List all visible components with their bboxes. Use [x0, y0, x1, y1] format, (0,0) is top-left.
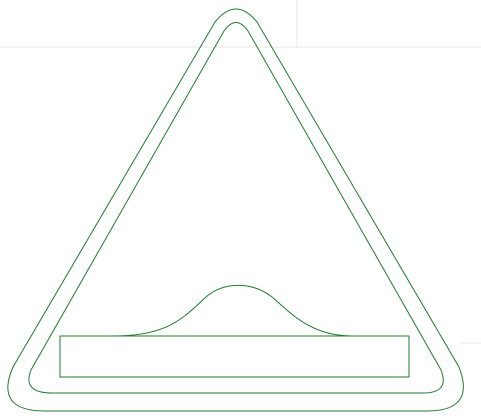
road-surface-rectangle [59, 335, 410, 378]
speed-bump-curve [112, 284, 353, 337]
inner-triangle-outline [28, 22, 444, 394]
outer-triangle-outline [7, 8, 464, 412]
